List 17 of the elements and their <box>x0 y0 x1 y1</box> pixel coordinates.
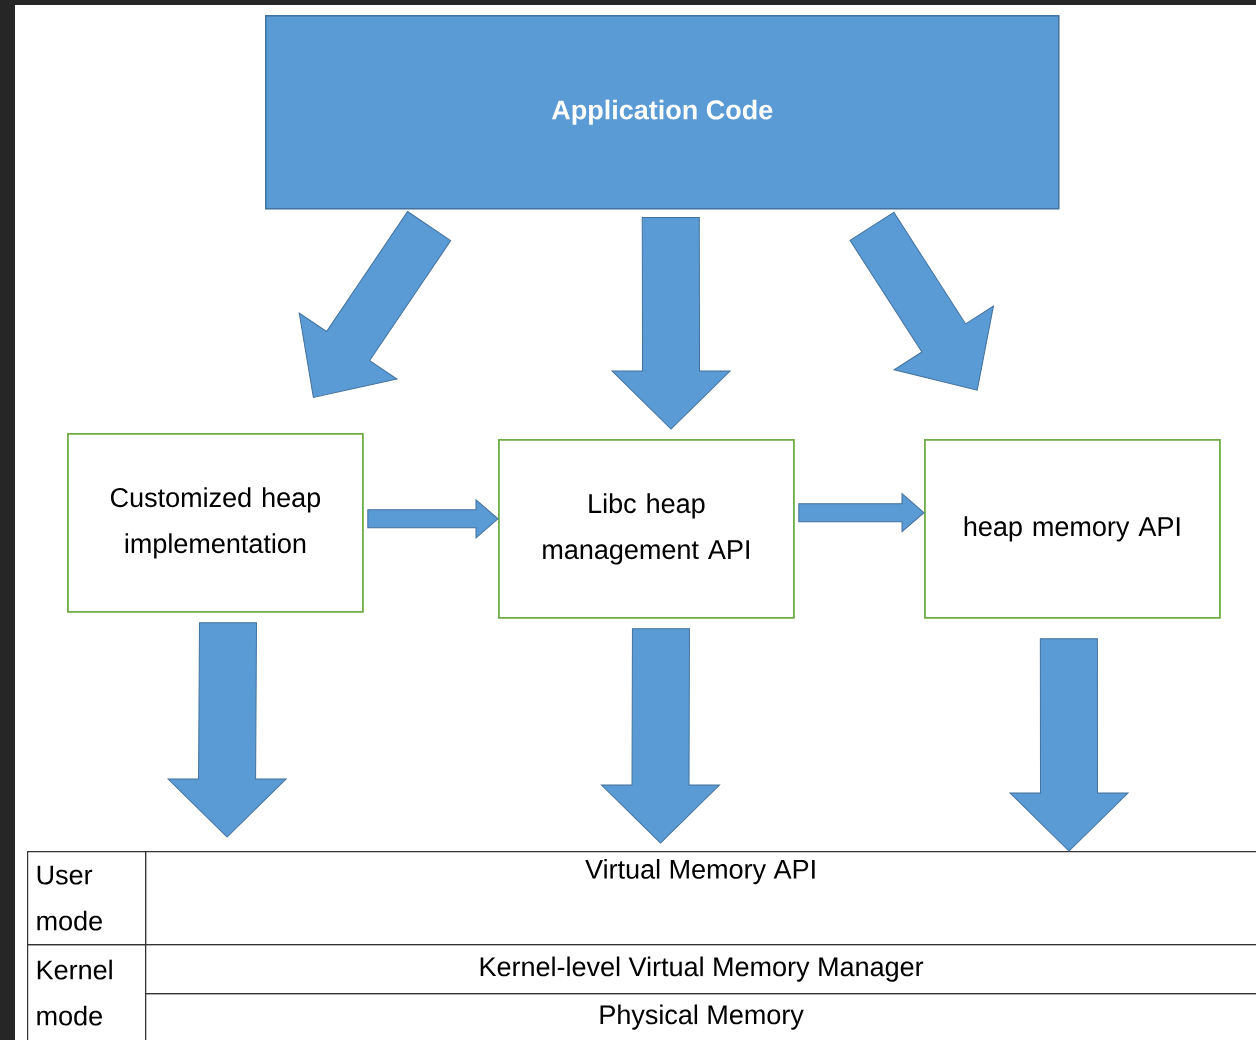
block-arrow <box>367 499 499 539</box>
table-cell: Virtual Memory API <box>145 851 1256 946</box>
table-cell: Physical Memory <box>145 993 1256 1040</box>
block-arrow <box>167 622 287 838</box>
application-box: Application Code <box>265 15 1060 210</box>
process-box: heap memory API <box>924 439 1221 619</box>
block-arrow <box>601 628 720 844</box>
table-cell: User mode <box>27 851 147 946</box>
process-box: Libc heap management API <box>498 439 795 619</box>
block-arrow <box>298 211 452 398</box>
table-cell: Kernel mode <box>27 944 147 1040</box>
block-arrow <box>849 211 994 391</box>
block-arrow <box>798 493 925 533</box>
block-arrow <box>1009 638 1129 852</box>
table-cell: Kernel-level Virtual Memory Manager <box>145 944 1256 995</box>
block-arrow <box>611 217 731 430</box>
process-box: Customized heap implementation <box>67 433 364 613</box>
